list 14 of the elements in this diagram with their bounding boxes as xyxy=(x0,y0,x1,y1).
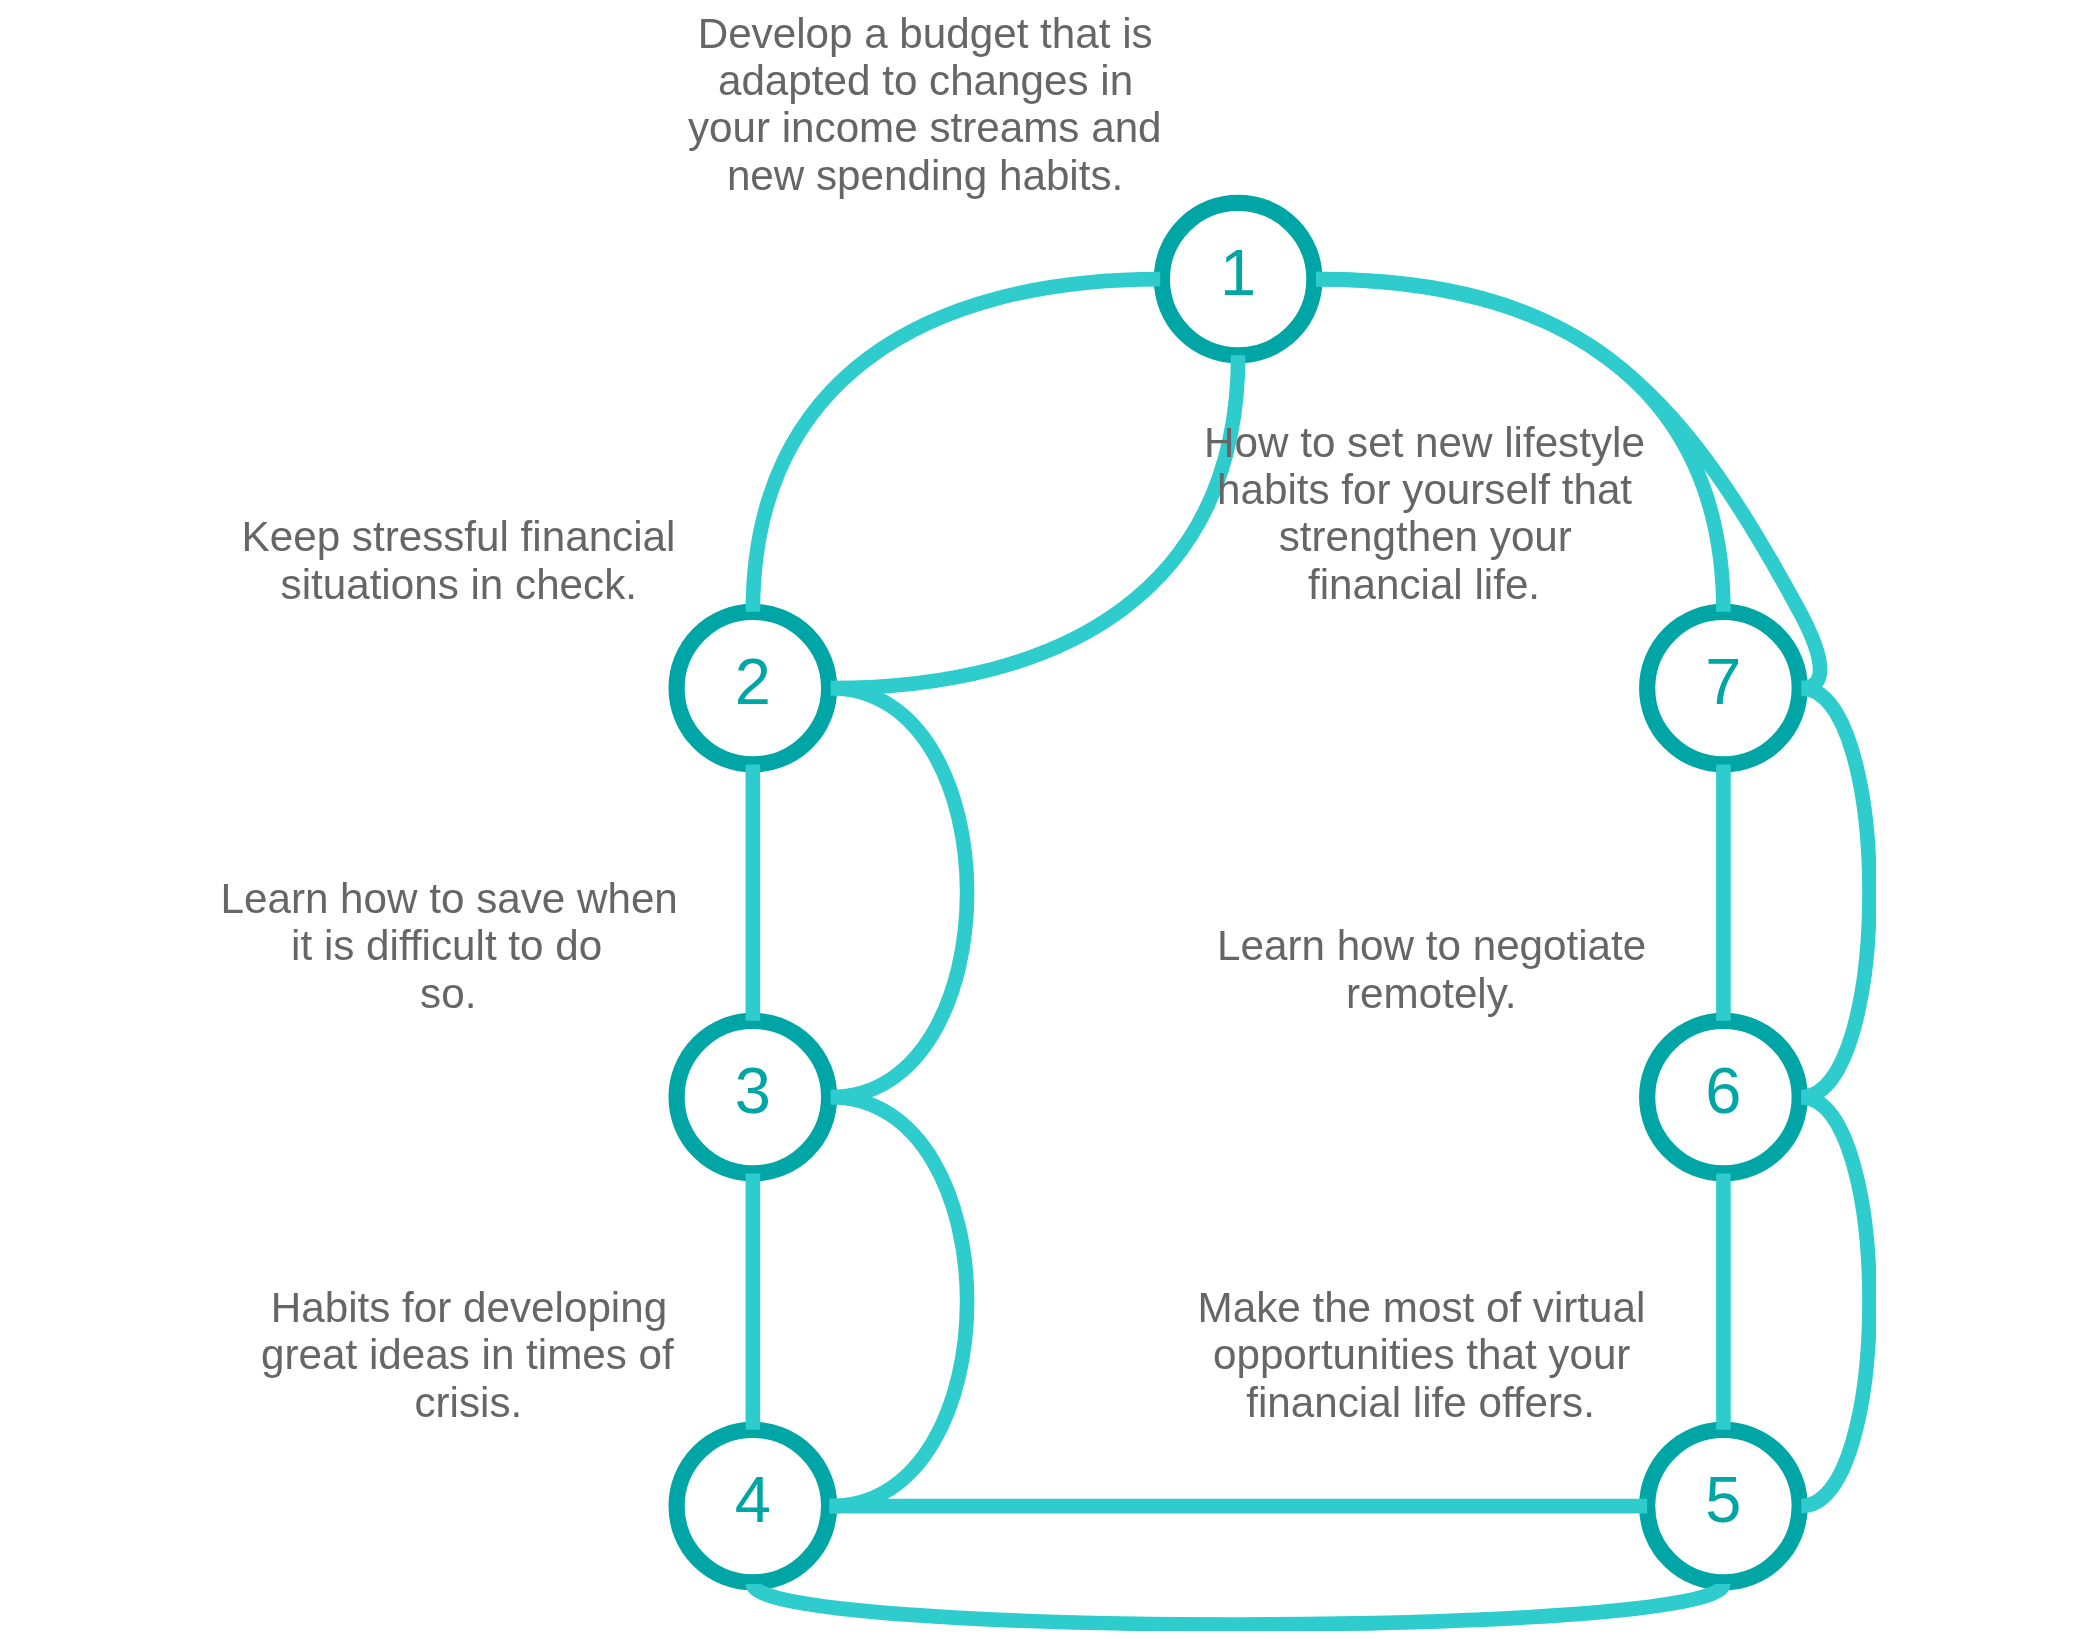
connector xyxy=(745,764,761,1021)
node-circle: 4 xyxy=(668,1421,838,1591)
connector xyxy=(1315,271,1828,696)
connector xyxy=(1716,764,1731,1021)
node-circle: 5 xyxy=(1639,1421,1808,1591)
connector xyxy=(1716,1173,1731,1430)
node-circle: 6 xyxy=(1639,1012,1808,1182)
connector xyxy=(745,1173,761,1430)
connector xyxy=(829,1498,1648,1514)
node-circle: 2 xyxy=(668,603,838,773)
node-circle: 1 xyxy=(1153,194,1323,364)
node-circle: 3 xyxy=(668,1012,838,1182)
node-circle: 7 xyxy=(1639,603,1808,773)
connector xyxy=(745,271,1161,613)
